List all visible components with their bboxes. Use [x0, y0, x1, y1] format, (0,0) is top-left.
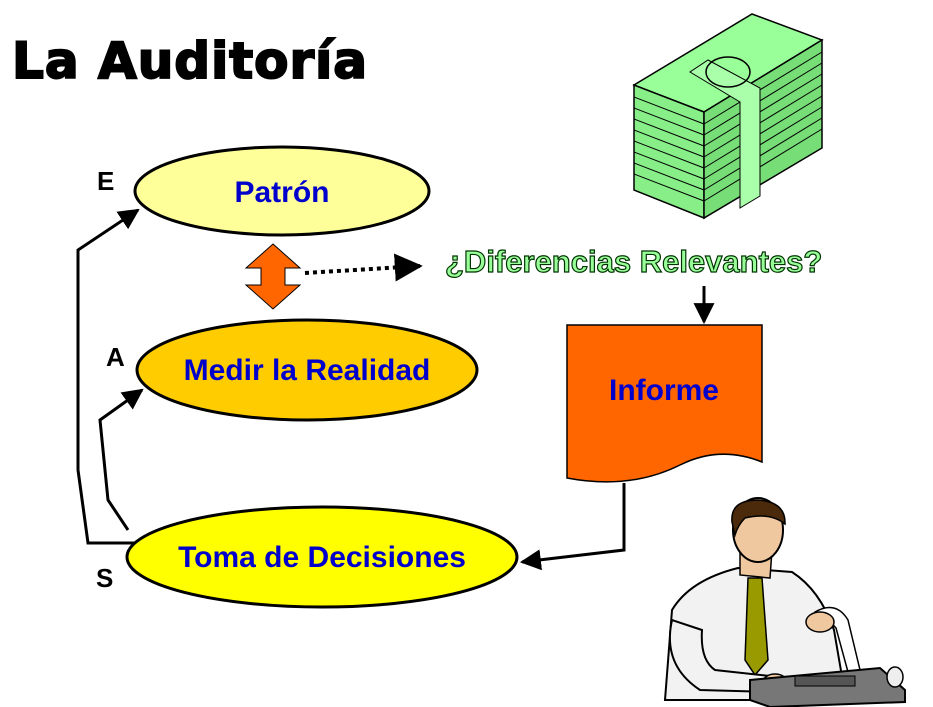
arrow-report-to-toma: [519, 483, 626, 571]
patron-label: Patrón: [234, 176, 329, 209]
letter-e: E: [97, 166, 114, 196]
arrow-to-patron: [76, 208, 140, 545]
toma-ellipse: [125, 505, 519, 609]
dotted-arrow: [304, 253, 423, 282]
slide-title: La Auditoría: [12, 32, 368, 90]
report-document: [566, 324, 763, 483]
medir-ellipse: [135, 318, 479, 422]
toma-label: Toma de Decisiones: [178, 541, 466, 574]
patron-ellipse: [133, 145, 431, 237]
feedback-arrows: [76, 208, 144, 545]
businessman-calculator-icon: [663, 497, 906, 707]
double-arrow-vertical-icon: [244, 243, 302, 310]
arrow-to-medir: [98, 388, 144, 531]
question-label: ¿Diferencias Relevantes?: [445, 244, 822, 279]
letter-a: A: [106, 342, 125, 372]
report-label: Informe: [609, 374, 719, 407]
money-stack-icon: [632, 13, 824, 220]
medir-label: Medir la Realidad: [184, 354, 431, 387]
letter-s: S: [96, 563, 113, 593]
